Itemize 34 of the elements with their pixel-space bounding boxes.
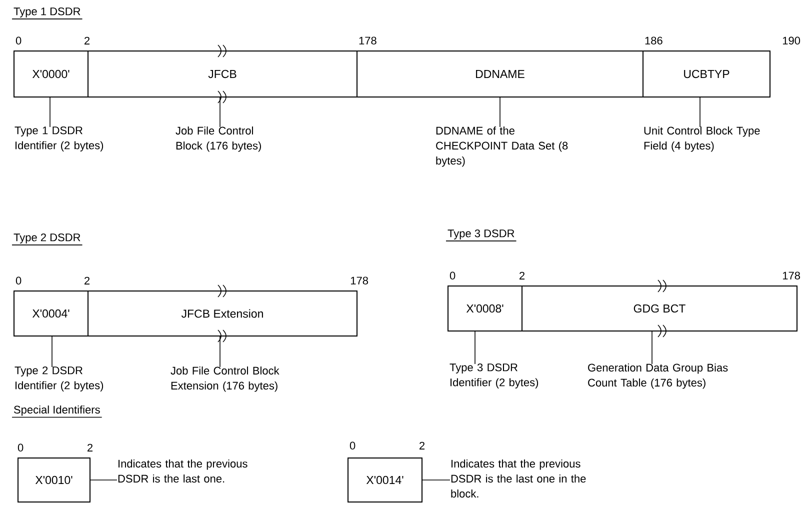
annotation-text: DDNAME of the CHECKPOINT Data Set (8 bytes)	[436, 126, 568, 167]
annotation-text: Indicates that the previous DSDR is the last one.	[118, 460, 248, 483]
field-cell: JFCB Extension	[88, 290, 358, 336]
field-cell: X'0000'	[14, 50, 88, 98]
offset-number: 2	[84, 276, 90, 284]
annotation-text: Job File Control Block Extension (176 bytes)	[170, 366, 280, 392]
field-cell: DDNAME	[356, 50, 644, 98]
section-heading: Type 3 DSDR	[446, 230, 517, 242]
annotation-text: Type 2 DSDR Identifier (2 bytes)	[14, 366, 104, 392]
field-cell: X'0004'	[14, 290, 88, 336]
section-heading: Special Identifiers	[12, 406, 102, 418]
field-cell: X'0014'	[348, 458, 422, 502]
section-heading: Type 1 DSDR	[12, 8, 83, 20]
field-cell: UCBTYP	[642, 50, 770, 98]
annotation-text: Job File Control Block (176 bytes)	[176, 126, 261, 152]
field-cell: JFCB	[88, 50, 358, 98]
field-cell: X'0008'	[448, 286, 522, 332]
annotation-text: Type 3 DSDR Identifier (2 bytes)	[450, 364, 538, 388]
leader-line	[474, 331, 476, 364]
annotation-text: Indicates that the previous DSDR is the last one in the block.	[451, 460, 586, 498]
field-cell: X'0010'	[18, 458, 90, 502]
offset-number: 178	[350, 276, 368, 284]
offset-number: 2	[520, 272, 524, 280]
offset-number: 190	[782, 36, 800, 44]
offset-number: 2	[88, 444, 93, 452]
offset-number: 2	[84, 36, 90, 44]
field-cell: GDG BCT	[522, 286, 798, 332]
section-heading: Type 2 DSDR	[12, 234, 83, 246]
offset-number: 2	[420, 442, 424, 450]
annotation-text: Unit Control Block Type Field (4 bytes)	[644, 126, 760, 152]
offset-number: 178	[359, 36, 376, 44]
offset-number: 186	[645, 36, 662, 44]
annotation-text: Generation Data Group Bias Count Table (176 bytes)	[588, 364, 728, 389]
annotation-text: Type 1 DSDR Identifier (2 bytes)	[14, 126, 104, 152]
